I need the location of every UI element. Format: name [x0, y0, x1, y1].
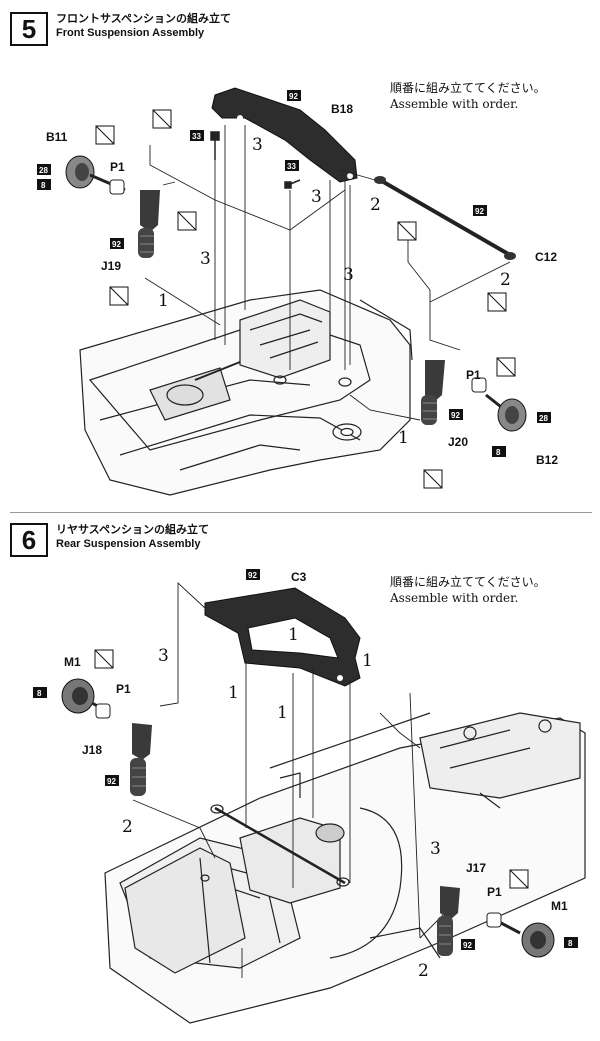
rear-suspension-diagram: 92 8 92 92 8 C3 M1 P1 J18 J17 P1 M1 3 1 … — [33, 569, 586, 1024]
part-label: J20 — [448, 435, 468, 449]
order-number: 3 — [430, 839, 441, 859]
part-label: B11 — [46, 130, 68, 144]
step-5-section: 5 フロントサスペンションの組み立て Front Suspension Asse… — [0, 0, 600, 510]
part-j20-knuckle — [421, 360, 445, 425]
part-c12 — [374, 176, 516, 260]
chassis-drawing — [104, 712, 586, 1024]
paint-tag: 92 — [112, 240, 121, 249]
paint-tag: 92 — [451, 411, 460, 420]
paint-tag: 8 — [41, 181, 46, 190]
paint-tag: 92 — [248, 571, 257, 580]
paint-tag: 92 — [463, 941, 472, 950]
paint-tags: 92 8 92 92 8 — [33, 569, 578, 950]
order-number: 2 — [418, 961, 429, 981]
part-label: P1 — [110, 160, 125, 174]
chassis-drawing — [79, 289, 413, 496]
order-numbers: 3 1 1 1 1 2 3 2 — [122, 625, 441, 981]
no-glue-icon — [177, 211, 197, 231]
order-number: 3 — [311, 187, 322, 207]
guide-lines — [144, 125, 511, 421]
paint-tag: 28 — [539, 414, 548, 423]
step-number: 6 — [10, 523, 48, 557]
part-labels: B18 B11 P1 J19 C12 P1 J20 B12 — [46, 102, 558, 467]
no-glue-icon — [509, 869, 529, 889]
step-title-en: Front Suspension Assembly — [56, 27, 205, 39]
part-label: P1 — [116, 682, 131, 696]
order-number: 1 — [362, 651, 373, 671]
paint-tag: 33 — [287, 162, 296, 171]
order-number: 2 — [370, 195, 381, 215]
part-j18-knuckle — [130, 723, 152, 796]
part-label: J18 — [82, 743, 102, 757]
part-label: M1 — [551, 899, 568, 913]
step-header: 6 リヤサスペンションの組み立て Rear Suspension Assembl… — [10, 523, 209, 557]
paint-tag: 33 — [192, 132, 201, 141]
note-en: Assemble with order. — [390, 97, 519, 111]
part-label: J19 — [101, 259, 121, 273]
note-jp: 順番に組み立ててください。 — [390, 575, 546, 589]
no-glue-icon — [94, 649, 114, 669]
part-c3 — [204, 587, 361, 687]
order-number: 1 — [398, 428, 409, 448]
part-label: J17 — [466, 861, 486, 875]
order-number: 2 — [122, 817, 133, 837]
part-label: C3 — [291, 570, 307, 584]
paint-tag: 8 — [568, 939, 573, 948]
no-glue-icon — [423, 469, 443, 489]
order-numbers: 3 3 2 3 3 1 2 1 — [158, 135, 511, 448]
order-number: 3 — [252, 135, 263, 155]
step-title-jp: フロントサスペンションの組み立て — [56, 12, 232, 25]
part-j17-knuckle — [437, 886, 460, 956]
no-glue-icon — [496, 357, 516, 377]
guide-lines — [132, 581, 446, 978]
part-label: C12 — [535, 250, 557, 264]
assembly-note: 順番に組み立ててください。 Assemble with order. — [390, 574, 546, 606]
no-glue-icon — [109, 286, 129, 306]
step-6-section: 6 リヤサスペンションの組み立て Rear Suspension Assembl… — [0, 518, 600, 1041]
note-jp: 順番に組み立ててください。 — [390, 81, 546, 95]
order-number: 3 — [200, 249, 211, 269]
order-number: 3 — [158, 646, 169, 666]
order-number: 2 — [500, 270, 511, 290]
order-number: 1 — [228, 683, 239, 703]
order-number: 1 — [288, 625, 299, 645]
suspension-pins — [210, 131, 301, 189]
no-glue-icons — [95, 109, 516, 489]
order-number: 3 — [343, 265, 354, 285]
part-m1-hub-right — [486, 912, 555, 958]
front-suspension-diagram: 92 33 33 28 8 92 92 92 28 8 B18 B11 P1 J… — [37, 87, 558, 496]
part-m1-hub — [61, 678, 111, 719]
order-number: 1 — [158, 291, 169, 311]
paint-tag: 92 — [289, 92, 298, 101]
paint-tag: 28 — [39, 166, 48, 175]
part-label: P1 — [466, 368, 481, 382]
paint-tag: 92 — [475, 207, 484, 216]
step-title-en: Rear Suspension Assembly — [56, 538, 201, 550]
part-label: P1 — [487, 885, 502, 899]
part-labels: C3 M1 P1 J18 J17 P1 M1 — [64, 570, 568, 913]
step-number: 5 — [10, 12, 48, 46]
part-b11-hub — [65, 155, 126, 195]
no-glue-icon — [95, 125, 115, 145]
part-b12-hub — [471, 377, 527, 432]
paint-tags: 92 33 33 28 8 92 92 92 28 8 — [37, 90, 551, 457]
paint-tag: 92 — [107, 777, 116, 786]
part-b18 — [211, 87, 358, 183]
step-title-jp: リヤサスペンションの組み立て — [56, 523, 210, 536]
part-label: M1 — [64, 655, 81, 669]
paint-tag: 8 — [37, 689, 42, 698]
assembly-note: 順番に組み立ててください。 Assemble with order. — [390, 80, 546, 112]
part-label: B18 — [331, 102, 353, 116]
no-glue-icons — [94, 649, 529, 889]
step-header: 5 フロントサスペンションの組み立て Front Suspension Asse… — [10, 12, 231, 46]
no-glue-icon — [397, 221, 417, 241]
note-en: Assemble with order. — [390, 591, 519, 605]
part-label: B12 — [536, 453, 558, 467]
no-glue-icon — [487, 292, 507, 312]
no-glue-icon — [152, 109, 172, 129]
paint-tag: 8 — [496, 448, 501, 457]
order-number: 1 — [277, 703, 288, 723]
section-divider — [10, 512, 592, 513]
part-j19-knuckle — [138, 190, 160, 258]
